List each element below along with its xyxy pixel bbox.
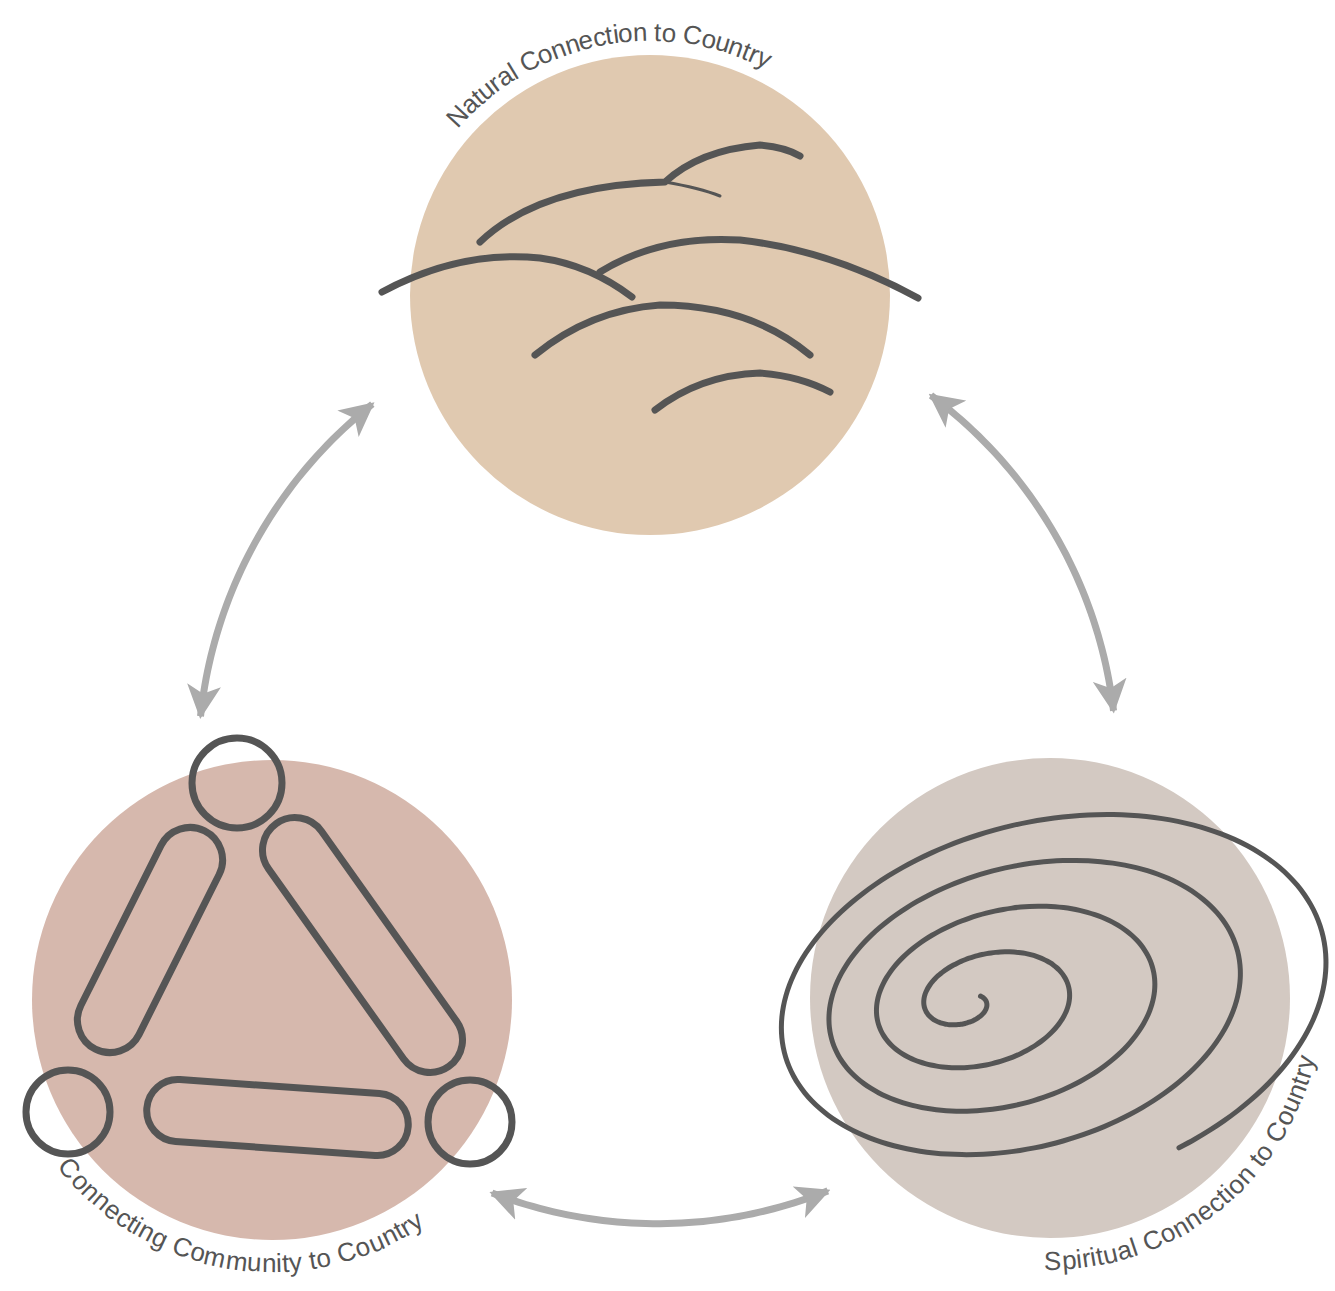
circle-shape — [32, 760, 512, 1240]
natural-circle: Natural Connection to Country — [410, 55, 890, 535]
hill-line — [480, 145, 800, 242]
circle-shape — [410, 55, 890, 535]
circle-fill — [810, 758, 1290, 1238]
hill-line — [655, 373, 830, 410]
community-symbol — [26, 738, 512, 1164]
person-circle — [428, 1080, 512, 1164]
double-arrow — [201, 404, 373, 716]
circle-title: Spiritual Connection to Country — [1027, 1036, 1331, 1287]
spiral-symbol — [781, 815, 1326, 1155]
circle-title: Natural Connection to Country — [431, 6, 790, 142]
seat-shape — [250, 805, 476, 1086]
hill-line — [535, 305, 810, 355]
title-letter: m — [224, 1246, 249, 1275]
person-circle — [26, 1070, 110, 1154]
community-circle: Connecting Community to Country — [32, 760, 512, 1240]
double-arrow — [931, 395, 1114, 710]
title-letter: y — [288, 1248, 303, 1275]
title-letter: n — [262, 1250, 277, 1276]
double-arrow — [492, 1191, 828, 1224]
hill-line — [600, 239, 918, 298]
circle-shape — [810, 758, 1290, 1238]
title-letter: u — [246, 1249, 262, 1276]
hill-line — [665, 182, 720, 196]
hill-line — [382, 257, 632, 297]
title-letter: S — [1044, 1248, 1062, 1274]
circle-fill — [410, 55, 890, 535]
hills-symbol — [382, 145, 918, 410]
title-letter: o — [661, 19, 677, 46]
circle-title: Connecting Community to Country — [44, 1142, 441, 1289]
title-letter: o — [314, 1244, 333, 1272]
title-letter — [647, 19, 654, 45]
person-circle — [192, 738, 282, 828]
title-letter: n — [632, 19, 647, 46]
title-letter: o — [617, 20, 634, 47]
circle-fill — [32, 760, 512, 1240]
seat-shape — [66, 816, 233, 1063]
seat-shape — [145, 1077, 411, 1157]
spiritual-circle: Spiritual Connection to Country — [810, 758, 1290, 1238]
